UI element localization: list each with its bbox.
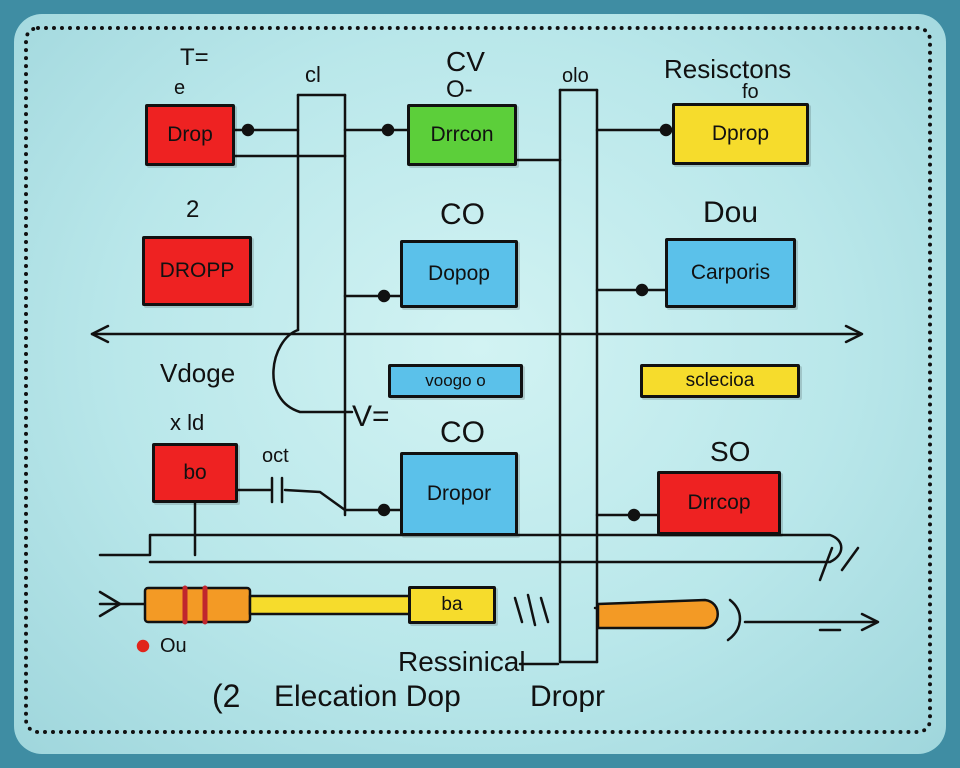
label-elecation-dop: Elecation Dop: [274, 680, 461, 713]
carporis-box: Carporis: [665, 238, 796, 308]
label-so: SO: [710, 436, 751, 467]
label-dou: Dou: [703, 196, 759, 229]
coil-mark-b: [526, 593, 537, 627]
tick-mark-a: [818, 546, 834, 582]
label-o-dash: O-: [446, 76, 473, 103]
label-x-ld: x ld: [170, 410, 205, 435]
resistor-tip-left: [98, 590, 122, 618]
sclecioa-box: sclecioa: [640, 364, 800, 398]
dropor-box: Dropor: [400, 452, 518, 536]
connector-1: [241, 123, 255, 137]
left-arrowhead: [90, 324, 110, 344]
bo-box: bo: [152, 443, 238, 503]
dotted-border: [24, 26, 932, 734]
dprop-box: Dprop: [672, 103, 809, 165]
label-vdoge: Vdoge: [160, 358, 236, 388]
dopop-box: Dopop: [400, 240, 518, 308]
drrcon-box: Drrcon: [407, 104, 517, 166]
label-co-mid: CO: [440, 198, 485, 231]
ou-dot: [136, 639, 150, 653]
squiggle-wire: [272, 328, 354, 414]
connector-7: [627, 508, 641, 522]
orange-resistor: [143, 586, 252, 624]
coil-mark-c: [539, 596, 550, 624]
output-arrowhead: [860, 612, 880, 632]
dropp-box: DROPP: [142, 236, 252, 306]
orange-capsule: [596, 598, 719, 630]
coil-mark-a: [513, 596, 524, 624]
connector-2: [381, 123, 395, 137]
label-fo: fo: [742, 81, 759, 103]
label-cv: CV: [446, 46, 485, 77]
drop-box-top-left: Drop: [145, 104, 235, 166]
label-ou: Ou: [160, 635, 187, 657]
label-paren-two: (2: [212, 678, 241, 714]
label-resisctons: Resisctons: [664, 54, 792, 84]
voogo-box: voogo o: [388, 364, 523, 398]
label-dropr: Dropr: [530, 680, 606, 713]
label-co-low: CO: [440, 416, 485, 449]
connector-6: [377, 503, 391, 517]
label-resisnical: Ressinical: [398, 646, 526, 677]
tick-mark-b: [840, 546, 860, 572]
right-arrowhead: [844, 324, 864, 344]
label-e: e: [174, 77, 186, 99]
ba-resistor-box: ba: [408, 586, 496, 624]
yellow-rod: [248, 594, 412, 616]
drrcop-box: Drrcop: [657, 471, 781, 535]
label-olo: olo: [562, 65, 589, 87]
wire-cap-to-bus: [283, 488, 347, 512]
connector-3: [659, 123, 673, 137]
connector-5: [635, 283, 649, 297]
label-t-eq: T=: [180, 44, 209, 71]
connector-4: [377, 289, 391, 303]
label-v-eq: V=: [352, 400, 390, 433]
label-cl: cl: [305, 62, 321, 87]
bracket-right: [726, 598, 742, 642]
label-two: 2: [186, 196, 200, 223]
label-oct: oct: [262, 445, 289, 467]
bottom-bus-wire: [98, 533, 843, 564]
